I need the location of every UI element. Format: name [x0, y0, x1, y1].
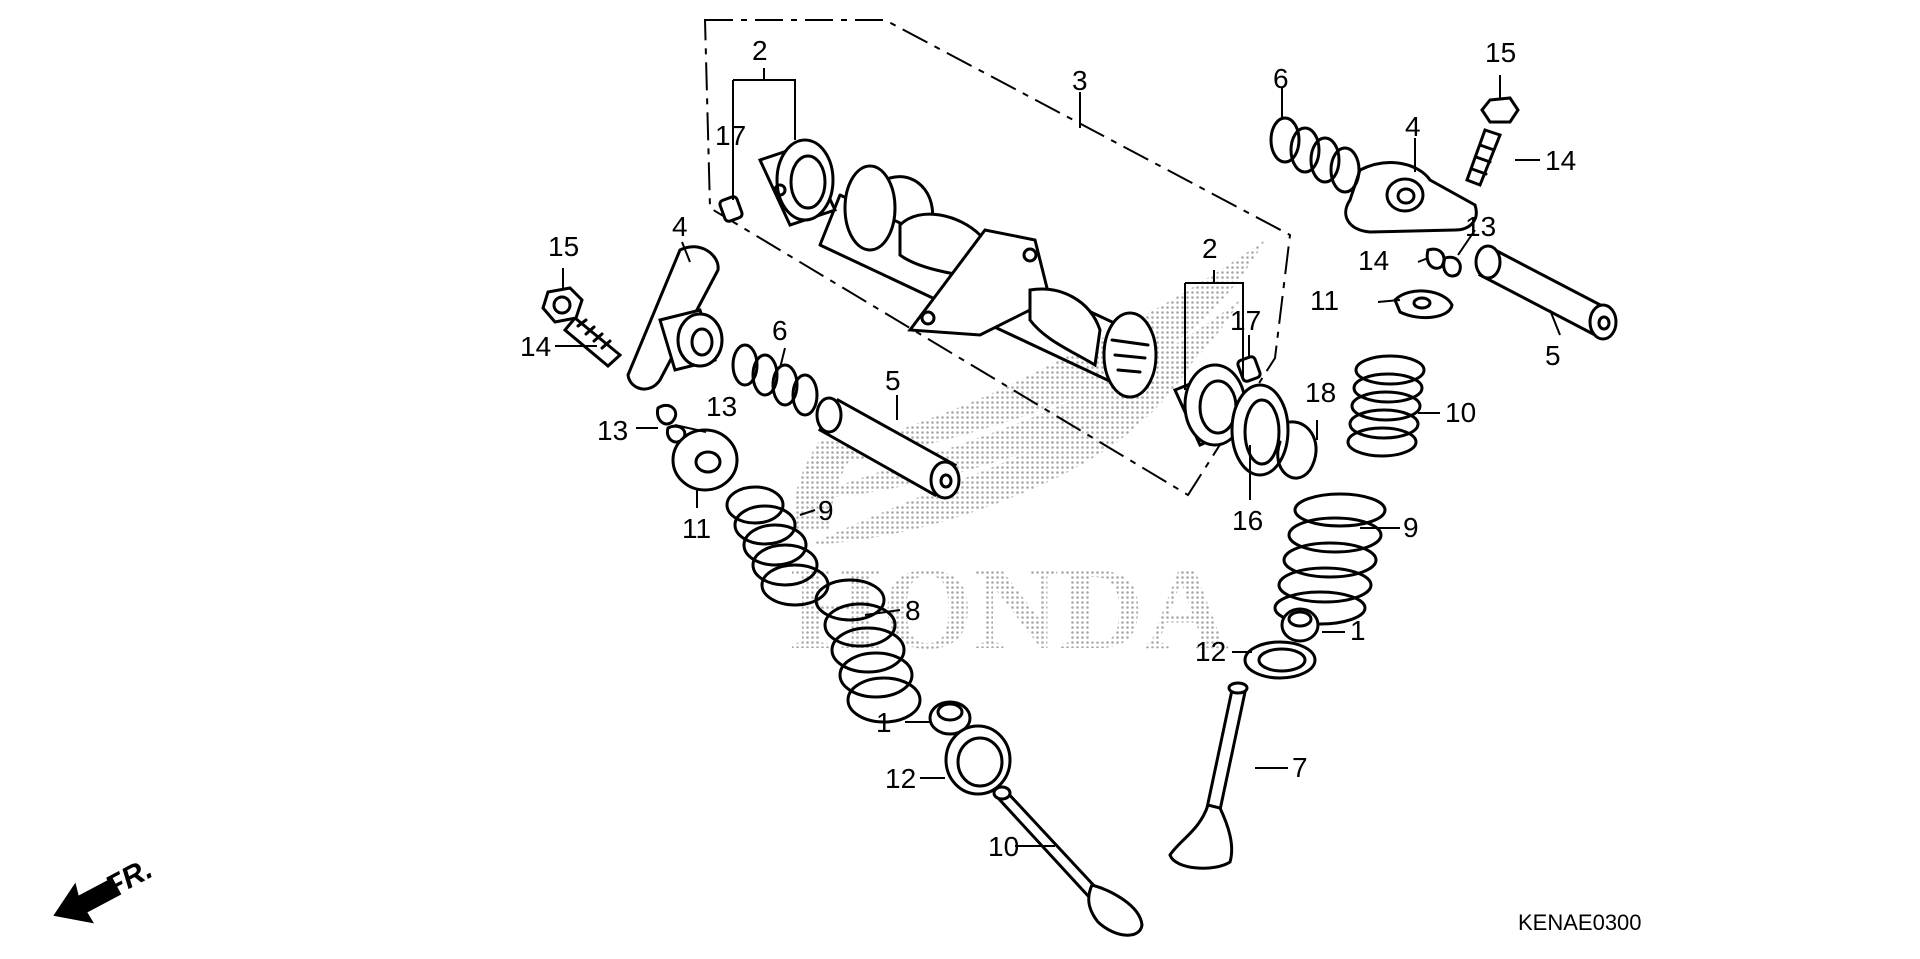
- exhaust-valve: [992, 785, 1144, 937]
- callout-13-left-upper: 13: [706, 391, 737, 422]
- callout-4-right: 4: [1405, 111, 1421, 142]
- callout-labels: 2 17 3 2 17 6 4 15 14 13 14 11 5 18 10 1…: [520, 35, 1576, 862]
- rocker-arm-left: [626, 245, 724, 391]
- honda-wing-logo: [793, 240, 1265, 545]
- callout-14-left: 14: [520, 331, 551, 362]
- lock-nut-left: [541, 286, 584, 324]
- adjusting-screw-right: [1465, 128, 1502, 187]
- front-arrow-icon: [53, 877, 122, 924]
- outer-spring-left: [725, 485, 830, 607]
- callout-17-right: 17: [1230, 305, 1261, 336]
- callout-12-right: 12: [1195, 636, 1226, 667]
- lock-nut-right: [1480, 96, 1520, 124]
- callout-8: 10: [988, 831, 1019, 862]
- callout-15-right: 15: [1485, 37, 1516, 68]
- camshaft-bearing-right: [1172, 363, 1248, 447]
- callout-4-left: 4: [672, 211, 688, 242]
- callout-10-right: 10: [1445, 397, 1476, 428]
- front-direction-indicator: FR.: [53, 852, 158, 924]
- callout-15-left: 15: [548, 231, 579, 262]
- cotter-right-a: [1425, 247, 1446, 270]
- dowel-pin-right: [1236, 355, 1262, 383]
- outer-spring-right: [1346, 354, 1426, 458]
- callout-12-left: 12: [885, 763, 916, 794]
- camshaft: [818, 164, 1158, 399]
- spring-retainer-left: [671, 428, 739, 492]
- callout-13-left-lower: 13: [597, 415, 628, 446]
- callout-6-right: 6: [1273, 63, 1289, 94]
- dowel-pin-left: [718, 195, 744, 223]
- callout-2-left: 2: [752, 35, 768, 66]
- callout-11-right: 11: [1310, 285, 1339, 316]
- callout-7: 7: [1292, 752, 1308, 783]
- callout-5-right: 5: [1545, 340, 1561, 371]
- callout-17-left: 17: [715, 120, 746, 151]
- honda-watermark-text: HONDA: [790, 543, 1229, 674]
- cotter-left-a: [655, 403, 678, 426]
- callout-13-right-lower: 14: [1358, 245, 1389, 276]
- spring-seat-left: [944, 724, 1012, 796]
- diagram-reference-code: KENAE0300: [1518, 910, 1642, 935]
- callout-6-left: 6: [772, 315, 788, 346]
- inner-spring-left: [814, 578, 922, 724]
- rocker-spring-right: [1269, 116, 1361, 194]
- cotter-right-b: [1442, 255, 1462, 278]
- callout-5-left: 5: [885, 365, 901, 396]
- callout-1-right: 1: [1350, 615, 1366, 646]
- rocker-spring-left: [731, 343, 819, 417]
- callout-14-right: 14: [1545, 145, 1576, 176]
- callout-9-right: 9: [1403, 512, 1419, 543]
- callout-11-left: 11: [682, 513, 711, 544]
- callout-13-right-upper: 13: [1465, 211, 1496, 242]
- rocker-shaft-right: [1474, 244, 1618, 341]
- adjusting-screw-left: [562, 315, 623, 368]
- callout-10-left: 9: [818, 495, 834, 526]
- camshaft-assembly-box: [703, 19, 1292, 497]
- callout-2-right: 2: [1202, 233, 1218, 264]
- inner-spring-right: [1273, 492, 1387, 626]
- spring-retainer-right: [1393, 289, 1454, 320]
- callout-18: 18: [1305, 377, 1336, 408]
- callout-3: 3: [1072, 65, 1088, 96]
- rocker-shaft-left: [815, 396, 961, 500]
- leader-lines: [555, 68, 1561, 847]
- intake-valve: [1168, 681, 1249, 870]
- snap-ring: [1276, 420, 1318, 480]
- rocker-arm-right: [1344, 161, 1478, 234]
- camshaft-bearing-left: [757, 138, 838, 227]
- callout-16: 16: [1232, 505, 1263, 536]
- callout-1-left: 1: [876, 707, 892, 738]
- callout-9-left: 8: [905, 595, 921, 626]
